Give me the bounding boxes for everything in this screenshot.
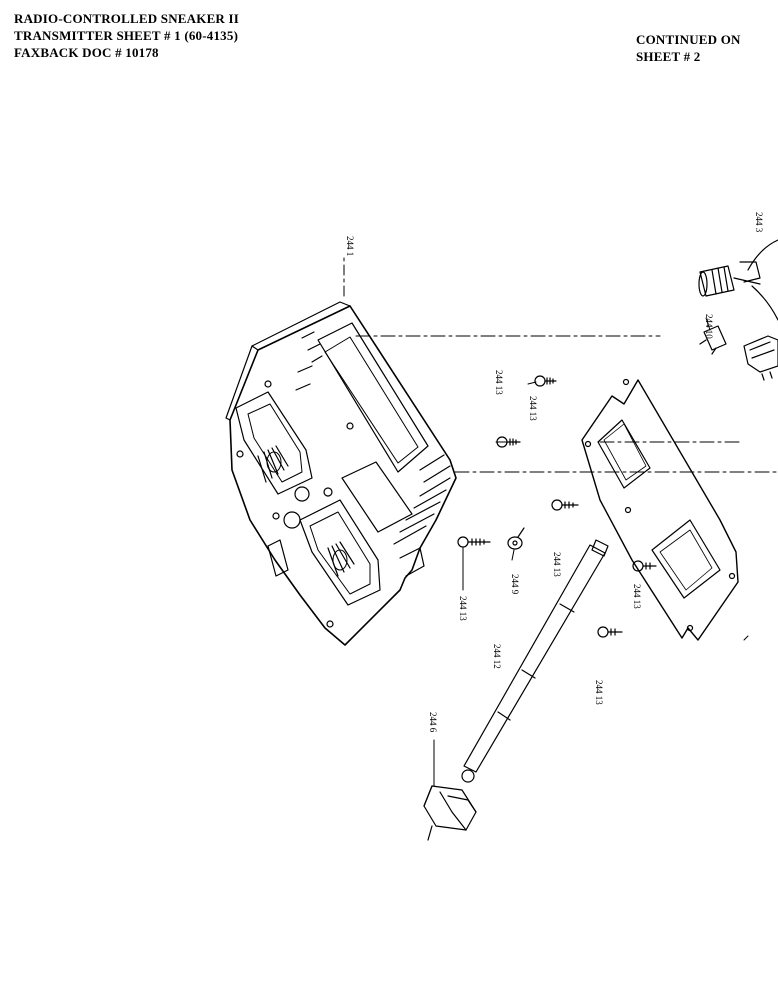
screw-plate bbox=[632, 560, 657, 572]
part-label-244-13-d: 244 13 bbox=[552, 552, 562, 577]
antenna-base bbox=[423, 785, 477, 841]
part-label-244-10: 244 10 bbox=[704, 314, 714, 339]
continued-line: CONTINUED ON bbox=[636, 32, 741, 47]
part-label-244-1: 244 1 bbox=[345, 236, 355, 256]
part-label-244-3: 244 3 bbox=[754, 212, 764, 233]
part-label-244-6: 244 6 bbox=[428, 712, 438, 733]
transmitter-case bbox=[225, 301, 457, 646]
screw-left bbox=[457, 536, 491, 548]
back-plate bbox=[581, 378, 739, 641]
screw-set bbox=[457, 375, 657, 638]
part-label-244-13-b: 244 13 bbox=[528, 396, 538, 421]
faxback-doc-number: FAXBACK DOC # 10178 bbox=[14, 45, 159, 60]
part-label-244-13-a: 244 13 bbox=[494, 370, 504, 395]
leader-lines bbox=[433, 317, 749, 787]
continued-note: CONTINUED ON SHEET # 2 bbox=[636, 31, 741, 65]
screw-bottom bbox=[597, 626, 623, 638]
sheet-title: RADIO-CONTROLLED SNEAKER II bbox=[14, 11, 239, 26]
telescopic-antenna bbox=[461, 539, 609, 783]
part-labels: 244 1 244 3 244 10 244 13 244 13 244 13 … bbox=[345, 212, 764, 733]
sheet-header: RADIO-CONTROLLED SNEAKER II TRANSMITTER … bbox=[14, 10, 239, 61]
part-label-244-9: 244 9 bbox=[510, 574, 520, 595]
washer-lug bbox=[507, 527, 525, 550]
part-label-244-13-e: 244 13 bbox=[632, 584, 642, 609]
screw-center bbox=[551, 499, 579, 511]
assembly-lines bbox=[343, 257, 778, 473]
screw-top bbox=[534, 375, 557, 387]
part-label-244-12: 244 12 bbox=[492, 644, 502, 669]
part-label-244-13-c: 244 13 bbox=[458, 596, 468, 621]
continued-sheet: SHEET # 2 bbox=[636, 49, 701, 64]
part-label-244-13-f: 244 13 bbox=[594, 680, 604, 705]
joystick-parts bbox=[698, 239, 778, 381]
sheet-subtitle: TRANSMITTER SHEET # 1 (60-4135) bbox=[14, 28, 239, 43]
